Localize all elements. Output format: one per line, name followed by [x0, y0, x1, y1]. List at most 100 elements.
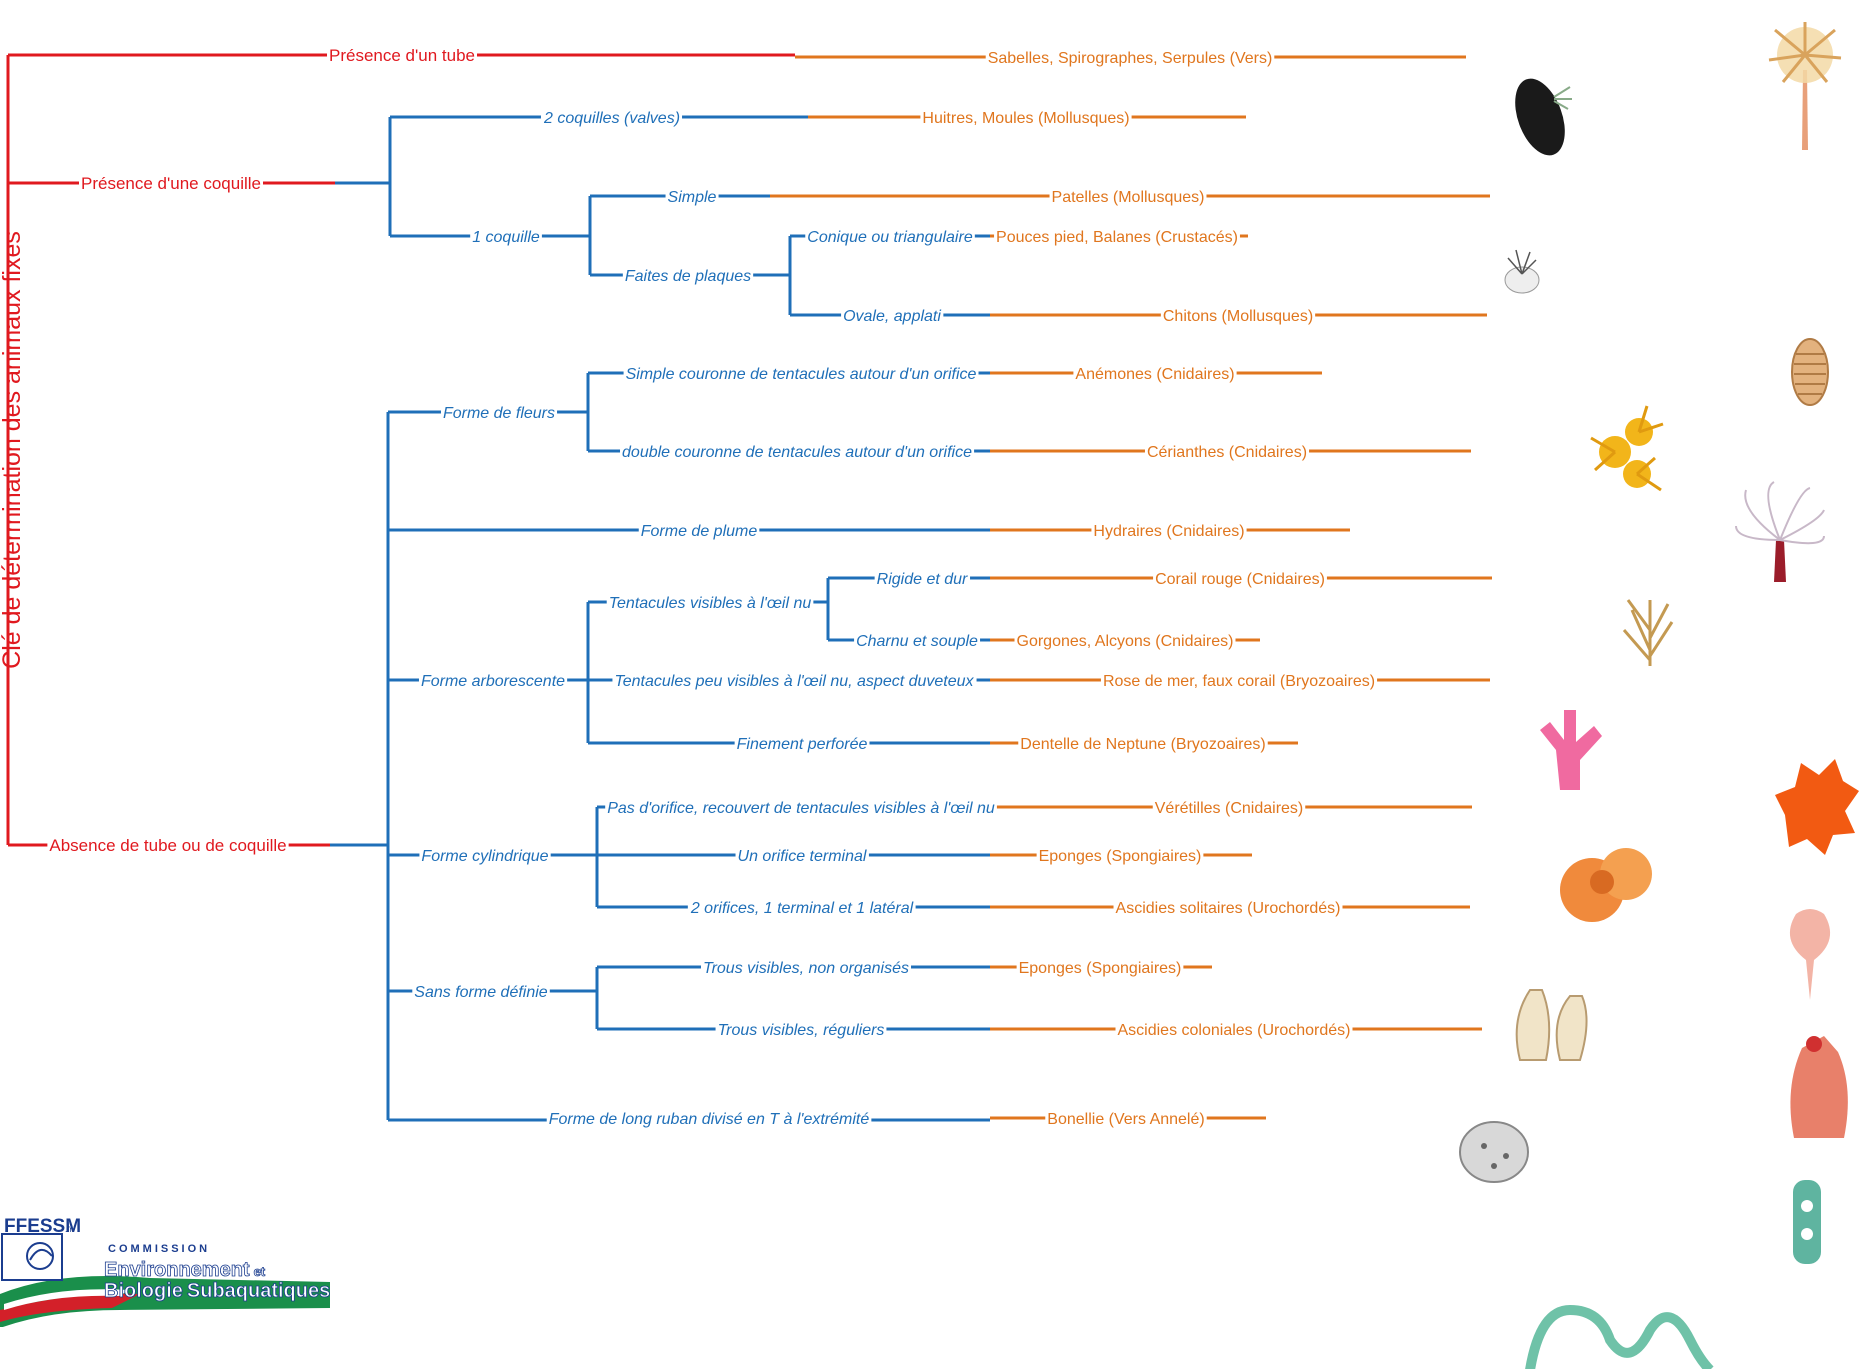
- result-ascidies-col: Ascidies coloniales (Urochordés): [1118, 1022, 1351, 1039]
- diagram-title: Clé de détermination des animaux fixes: [0, 231, 26, 669]
- result-bonellie-bg: [1045, 1114, 1207, 1122]
- result-cerianthes: Cérianthes (Cnidaires): [1147, 444, 1307, 461]
- result-gorgones: Gorgones, Alcyons (Cnidaires): [1017, 633, 1234, 650]
- node-forme-fleurs: Forme de fleurs: [443, 405, 555, 422]
- result-ascidies-sol-bg: [1113, 903, 1343, 911]
- node-simple-couronne: Simple couronne de tentacules autour d'u…: [626, 366, 977, 383]
- bonellia-icon: [1525, 1304, 1714, 1369]
- node-faites-de-plaques-bg: [622, 271, 754, 279]
- result-bonellie: Bonellie (Vers Annelé): [1047, 1111, 1204, 1128]
- result-rose-bg: [1100, 676, 1378, 684]
- result-eponges2-bg: [1016, 963, 1184, 971]
- tube-worm-icon: [1768, 22, 1842, 150]
- result-corail-bg: [1153, 574, 1327, 582]
- result-pouces-bg: [994, 232, 1240, 240]
- logo-org-suffix: .fr: [65, 1225, 72, 1234]
- organism-icons: [1459, 22, 1859, 1369]
- node-finement-perforee: Finement perforée: [737, 736, 868, 753]
- node-faites-de-plaques: Faites de plaques: [625, 268, 751, 285]
- result-eponges1-bg: [1036, 851, 1204, 859]
- result-huitres-bg: [920, 113, 1132, 121]
- result-corail: Corail rouge (Cnidaires): [1155, 571, 1325, 588]
- node-presence-tube: Présence d'un tube: [329, 46, 475, 65]
- node-ovale-bg: [841, 311, 944, 319]
- hydroid-icon: [1622, 599, 1674, 666]
- result-chitons-bg: [1160, 311, 1316, 319]
- result-hydraires: Hydraires (Cnidaires): [1093, 523, 1244, 540]
- node-forme-fleurs-bg: [440, 408, 558, 416]
- node-pas-orifice: Pas d'orifice, recouvert de tentacules v…: [607, 800, 995, 817]
- node-presence-coquille-bg: [79, 179, 263, 187]
- result-huitres: Huitres, Moules (Mollusques): [922, 110, 1129, 127]
- barnacle-icon: [1504, 249, 1540, 294]
- anemone-icon: [1590, 405, 1664, 492]
- node-tentacules-peu-visibles: Tentacules peu visibles à l'œil nu, aspe…: [614, 673, 974, 690]
- colonial-ascidian-icon: [1793, 1180, 1821, 1264]
- result-pouces: Pouces pied, Balanes (Crustacés): [996, 229, 1238, 246]
- result-patelles-bg: [1049, 192, 1207, 200]
- result-veretilles: Vérétilles (Cnidaires): [1155, 800, 1304, 817]
- node-presence-tube-bg: [327, 51, 477, 59]
- lace-bryozoan-icon: [1560, 848, 1652, 922]
- result-anemones: Anémones (Cnidaires): [1075, 366, 1234, 383]
- node-tentacules-peu-visibles-bg: [612, 676, 977, 684]
- node-trous-reguliers-bg: [715, 1025, 887, 1033]
- result-dentelle-bg: [1018, 739, 1268, 747]
- false-coral-icon: [1775, 759, 1859, 855]
- node-trous-reguliers: Trous visibles, réguliers: [718, 1022, 885, 1039]
- result-patelles: Patelles (Mollusques): [1052, 189, 1205, 206]
- node-finement-perforee-bg: [734, 739, 870, 747]
- node-un-orifice: Un orifice terminal: [738, 848, 867, 865]
- node-double-couronne-bg: [620, 447, 975, 455]
- node-tentacules-visibles-bg: [606, 598, 814, 606]
- node-2-coquilles: 2 coquilles (valves): [543, 110, 680, 127]
- node-trous-non-organises: Trous visibles, non organisés: [703, 960, 909, 977]
- node-trous-non-organises-bg: [700, 963, 912, 971]
- node-deux-orifices: 2 orifices, 1 terminal et 1 latéral: [690, 900, 914, 917]
- solitary-ascidian-icon: [1790, 1036, 1848, 1138]
- node-forme-ruban-bg: [546, 1114, 872, 1122]
- result-sabelles-bg: [985, 53, 1275, 61]
- node-ovale: Ovale, applati: [843, 308, 941, 325]
- node-forme-cylindrique-bg: [419, 851, 551, 859]
- result-eponges1: Eponges (Spongiaires): [1039, 848, 1202, 865]
- node-simple-bg: [665, 192, 719, 200]
- node-forme-plume: Forme de plume: [641, 523, 758, 540]
- node-absence: Absence de tube ou de coquille: [49, 836, 286, 855]
- result-hydraires-bg: [1091, 526, 1247, 534]
- node-1-coquille: 1 coquille: [472, 229, 540, 246]
- node-rigide-bg: [874, 574, 971, 582]
- result-rose: Rose de mer, faux corail (Bryozoaires): [1103, 673, 1375, 690]
- tube-sponge-icon: [1515, 989, 1588, 1061]
- node-simple: Simple: [668, 189, 717, 206]
- node-charnu: Charnu et souple: [856, 633, 978, 650]
- node-presence-coquille: Présence d'une coquille: [81, 174, 261, 193]
- alcyon-icon: [1540, 710, 1602, 790]
- result-gorgones-bg: [1014, 636, 1236, 644]
- node-forme-cylindrique: Forme cylindrique: [421, 848, 548, 865]
- node-pas-orifice-bg: [605, 803, 997, 811]
- node-sans-forme: Sans forme définie: [414, 984, 548, 1001]
- node-1-coquille-bg: [470, 232, 542, 240]
- node-charnu-bg: [854, 636, 981, 644]
- result-veretilles-bg: [1152, 803, 1306, 811]
- result-anemones-bg: [1073, 369, 1237, 377]
- node-deux-orifices-bg: [687, 903, 916, 911]
- node-forme-ruban: Forme de long ruban divisé en T à l'extr…: [549, 1111, 870, 1128]
- node-sans-forme-bg: [412, 987, 550, 995]
- node-tentacules-visibles: Tentacules visibles à l'œil nu: [609, 595, 812, 612]
- node-simple-couronne-bg: [623, 369, 979, 377]
- logo-org: FFESSM: [4, 1216, 81, 1237]
- node-absence-bg: [47, 841, 289, 849]
- veretillum-icon: [1789, 909, 1831, 1000]
- node-forme-plume-bg: [638, 526, 760, 534]
- sponge-icon: [1459, 1121, 1529, 1183]
- logo-line1: COMMISSION: [108, 1243, 210, 1255]
- node-conique: Conique ou triangulaire: [807, 229, 973, 246]
- result-ascidies-col-bg: [1115, 1025, 1353, 1033]
- result-sabelles: Sabelles, Spirographes, Serpules (Vers): [988, 50, 1273, 67]
